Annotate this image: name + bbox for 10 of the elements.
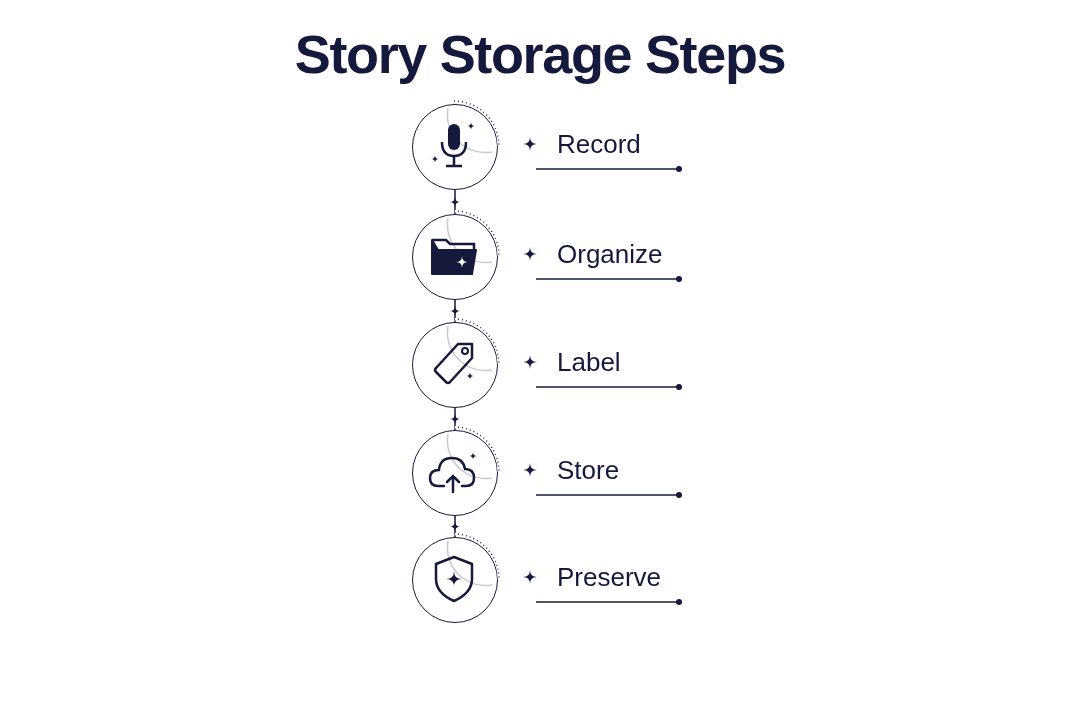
step-label: Label	[557, 346, 621, 378]
step-label: Record	[557, 128, 641, 160]
connector-line	[454, 299, 456, 323]
step-label: Organize	[557, 238, 663, 270]
connector-line	[454, 515, 456, 538]
title: Story Storage Steps	[293, 23, 787, 86]
connector-line	[454, 407, 456, 431]
connector-line	[454, 189, 456, 215]
step-label: Preserve	[557, 561, 662, 593]
step-label: Store	[557, 454, 620, 486]
